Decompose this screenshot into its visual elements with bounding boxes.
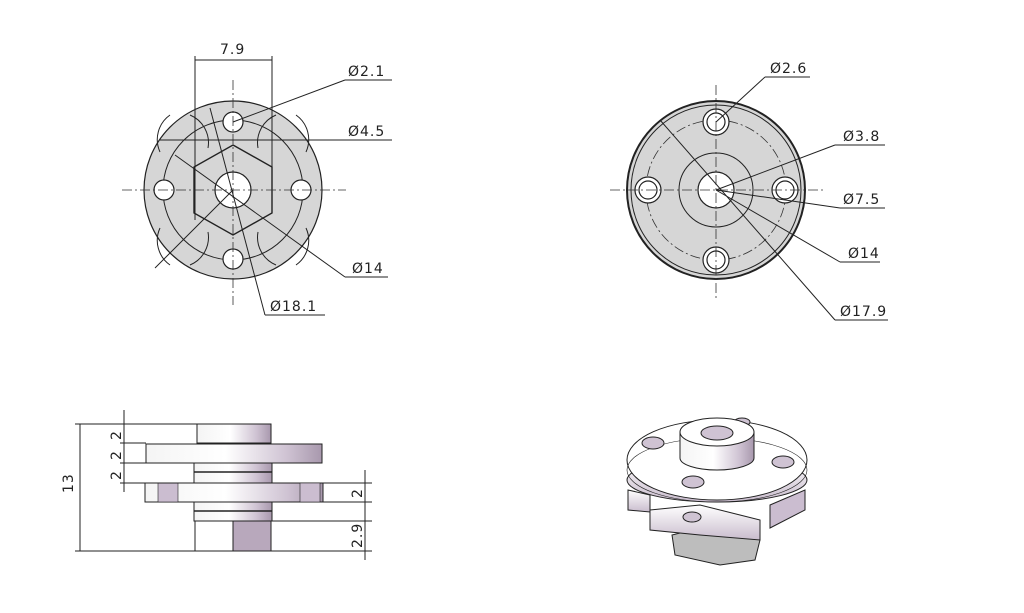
dim-hole: Ø2.6 — [770, 61, 807, 77]
dim-bolt-circle: Ø14 — [352, 261, 384, 277]
rear-view-flange: Ø2.6 Ø3.8 Ø7.5 Ø14 Ø17.9 — [610, 61, 888, 321]
dim-outer: Ø17.9 — [840, 304, 887, 320]
dim-step2: 2 — [109, 450, 125, 460]
dim-step3: 2 — [109, 470, 125, 480]
dim-outer: Ø18.1 — [270, 299, 317, 315]
front-view-hex-flange: 7.9 Ø2.1 Ø4.5 Ø14 Ø18.1 — [122, 42, 392, 316]
dim-flange-thickness: 2 — [350, 488, 366, 498]
dim-hex: Ø4.5 — [348, 124, 385, 140]
dim-step1: 2 — [109, 430, 125, 440]
dim-hole: Ø2.1 — [348, 64, 385, 80]
dim-bolt-circle: Ø14 — [848, 246, 880, 262]
dim-bore: Ø3.8 — [843, 129, 880, 145]
dim-width: 7.9 — [220, 42, 245, 58]
dim-boss: Ø7.5 — [843, 192, 880, 208]
dim-hex-height: 2.9 — [350, 523, 366, 548]
dim-total-height: 13 — [61, 473, 77, 493]
side-view: 13 2 2 2 2 2.9 — [61, 410, 372, 560]
isometric-view — [626, 417, 808, 566]
